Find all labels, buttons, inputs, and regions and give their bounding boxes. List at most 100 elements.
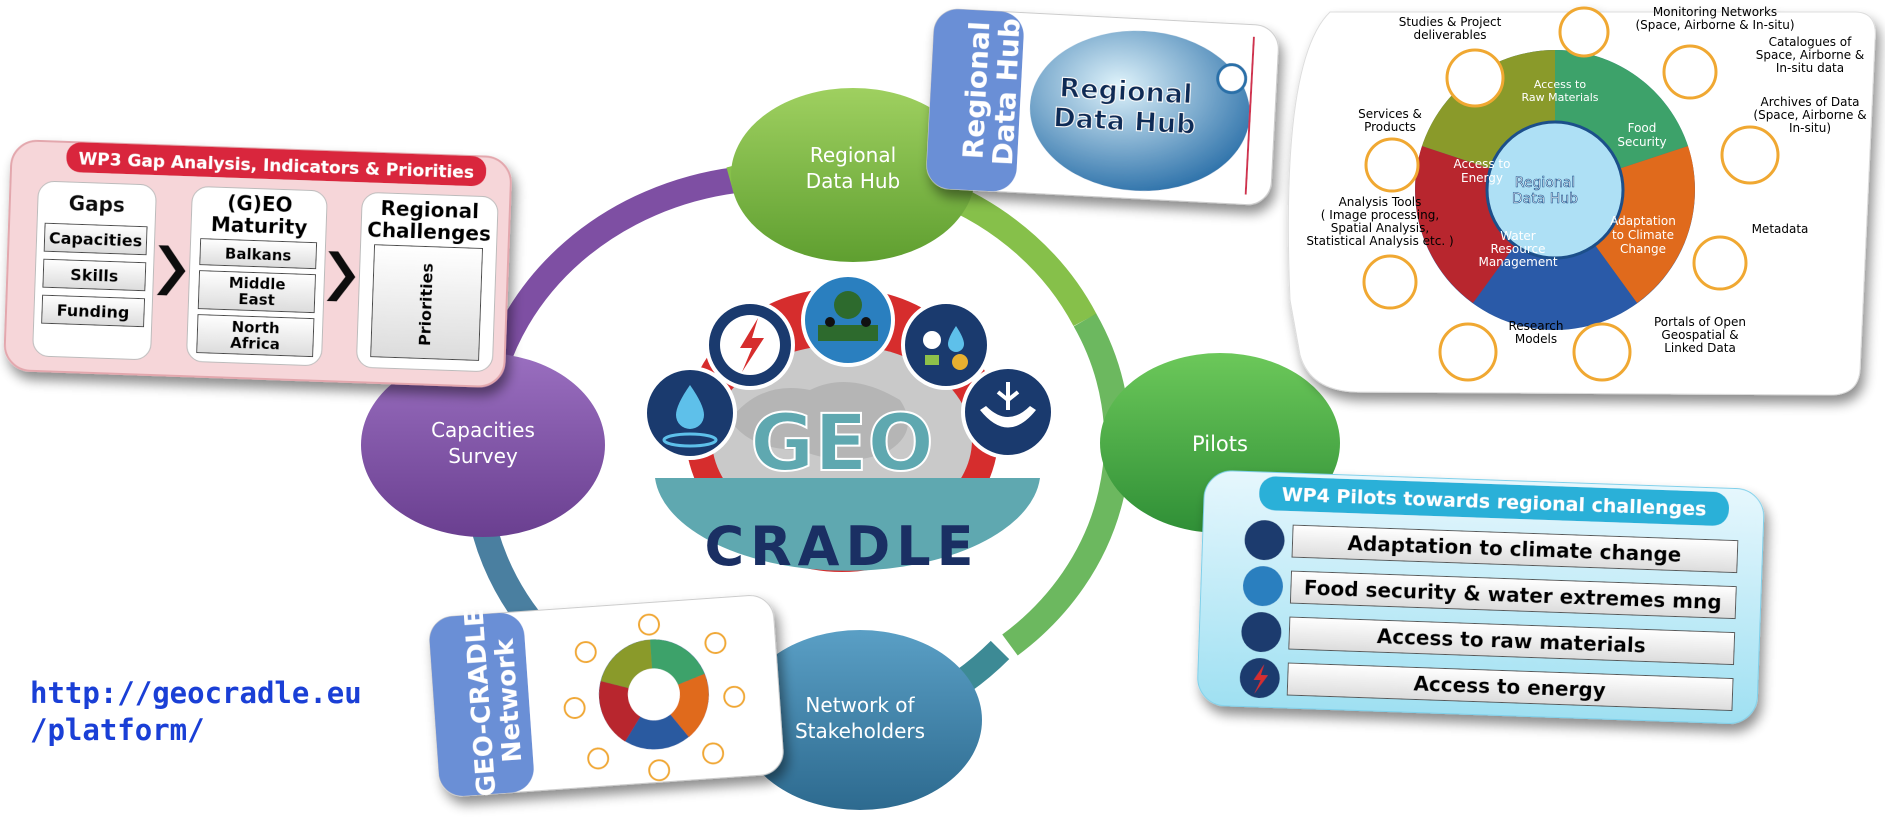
community-icon [1242, 566, 1283, 607]
node-label-line-2: Data Hub [806, 169, 901, 193]
food-icon [1244, 520, 1285, 561]
center-label: Data Hub [1512, 191, 1578, 207]
platform-url[interactable]: http://geocradle.eu /platform/ [30, 675, 362, 749]
satellite-label: Products [1364, 120, 1416, 134]
hub-globe-icon [1029, 30, 1250, 191]
segment-label: Raw Materials [1521, 91, 1598, 104]
side-label-line-2: Data Hub [986, 17, 1027, 166]
maturity-item: Africa [230, 334, 280, 354]
satellite-label: Research [1508, 319, 1563, 333]
logo-banner [655, 478, 1040, 571]
wp4-pilots-card: WP4 Pilots towards regional challenges A… [1197, 470, 1765, 724]
maturity-item: Balkans [225, 245, 292, 265]
gap-item: Skills [70, 265, 119, 286]
maturity-item: East [238, 290, 275, 309]
satellite-label: (Space, Airborne & In-situ) [1635, 18, 1794, 32]
pilot-item: Access to raw materials [1241, 612, 1736, 666]
water-icon [643, 366, 737, 460]
wp4-title-bar [1259, 476, 1729, 526]
side-label-line-1: Regional [956, 21, 996, 160]
satellite-label: Models [1515, 332, 1557, 346]
segment-label: to Climate [1612, 228, 1674, 242]
pilot-item: Access to energy [1239, 658, 1734, 712]
node-network-of-stakeholders: Network of Stakeholders [738, 630, 982, 810]
segment-label: Adaptation [1610, 214, 1676, 228]
node-label: Pilots [1192, 432, 1248, 456]
map-landmass [730, 382, 908, 460]
architecture-wheel: Regional Data Hub Access to Raw Material… [1415, 49, 1695, 330]
satellite-label: Studies & Project [1399, 15, 1502, 29]
research-models-icon [1438, 322, 1498, 382]
energy-icon [705, 300, 795, 390]
segment-label: Food [1628, 121, 1657, 135]
segment-label: Access to [1454, 157, 1511, 171]
satellite-label: Portals of Open [1654, 315, 1746, 329]
maturity-header-line-2: Maturity [211, 212, 308, 239]
satellite-label: Space, Airborne & [1756, 48, 1865, 62]
logo-cradle-text: CRADLE [704, 515, 979, 578]
chevron-right-icon [156, 245, 186, 296]
geo-cradle-network-card: GEO-CRADLE Network [429, 595, 784, 797]
resources-icon [901, 300, 991, 390]
deliverables-icon [1445, 48, 1505, 108]
regional-data-hub-card: Regional Data Hub Regional Data Hub [926, 8, 1279, 206]
gap-item: Capacities [49, 228, 143, 250]
card-side-tab [429, 612, 534, 796]
maturity-item: Middle [228, 274, 285, 294]
challenges-header-line-2: Challenges [367, 217, 491, 245]
satellite-label: Statistical Analysis etc. ) [1306, 234, 1453, 248]
satellite-label: (Space, Airborne & [1753, 108, 1866, 122]
card-side-tab [926, 9, 1024, 192]
geo-cradle-logo: GEO CRADLE [643, 273, 1055, 578]
segment-label: Resource [1490, 242, 1545, 256]
satellite-label: Catalogues of [1769, 35, 1852, 49]
data-hub-architecture-card: Regional Data Hub Access to Raw Material… [1287, 5, 1876, 396]
satellite-icon [1558, 6, 1610, 58]
geo-logo-icon [1216, 63, 1248, 95]
url-line-1[interactable]: http://geocradle.eu [30, 676, 362, 710]
wp3-gap-analysis-card: WP3 Gap Analysis, Indicators & Prioritie… [3, 139, 512, 388]
gaps-header: Gaps [68, 191, 125, 217]
center-hub [1485, 120, 1625, 260]
satellite-label: deliverables [1413, 28, 1486, 42]
resources-icon [1241, 612, 1282, 653]
segment-label: Energy [1461, 171, 1503, 185]
food-icon [961, 365, 1055, 459]
node-regional-data-hub: Regional Data Hub [731, 88, 975, 262]
node-label-line-2: Survey [448, 444, 518, 468]
analysis-tools-icon [1362, 254, 1418, 310]
url-line-2[interactable]: /platform/ [30, 713, 205, 747]
services-icon [1364, 137, 1420, 193]
satellite-label: In-situ data [1776, 61, 1844, 75]
linked-data-icon [1572, 322, 1632, 382]
arrow-icon [1244, 36, 1255, 195]
node-label-line-2: Stakeholders [795, 719, 925, 743]
satellite-label: Geospatial & [1661, 328, 1738, 342]
network-wheel-icon [563, 613, 746, 782]
satellite-label: In-situ) [1789, 121, 1831, 135]
archive-icon [1720, 125, 1780, 185]
maturity-header-line-1: (G)EO [227, 191, 293, 217]
catalogue-icon [1662, 44, 1718, 100]
maturity-item: North [231, 318, 280, 338]
satellite-label: Spatial Analysis, [1331, 221, 1429, 235]
satellite-label: Monitoring Networks [1653, 5, 1777, 19]
satellite-label: ( Image processing, [1321, 208, 1439, 222]
challenges-header-line-1: Regional [380, 196, 479, 223]
node-label-line-1: Capacities [431, 418, 535, 442]
community-icon [801, 273, 895, 367]
node-capacities-survey: Capacities Survey [361, 353, 605, 537]
pilot-item: Adaptation to climate change [1244, 520, 1739, 574]
satellite-label: Archives of Data [1761, 95, 1860, 109]
satellite-label: Analysis Tools [1339, 195, 1422, 209]
chevron-right-icon [326, 251, 356, 302]
center-label: Regional [1515, 175, 1575, 191]
inner-label-line-1: Regional [1059, 73, 1193, 111]
satellite-label: Services & [1358, 107, 1422, 121]
segment-label: Change [1620, 242, 1666, 256]
satellite-icons [1362, 6, 1780, 382]
node-label-line-1: Network of [805, 693, 915, 717]
metadata-icon [1692, 235, 1748, 291]
segment-label: Access to [1534, 78, 1586, 91]
